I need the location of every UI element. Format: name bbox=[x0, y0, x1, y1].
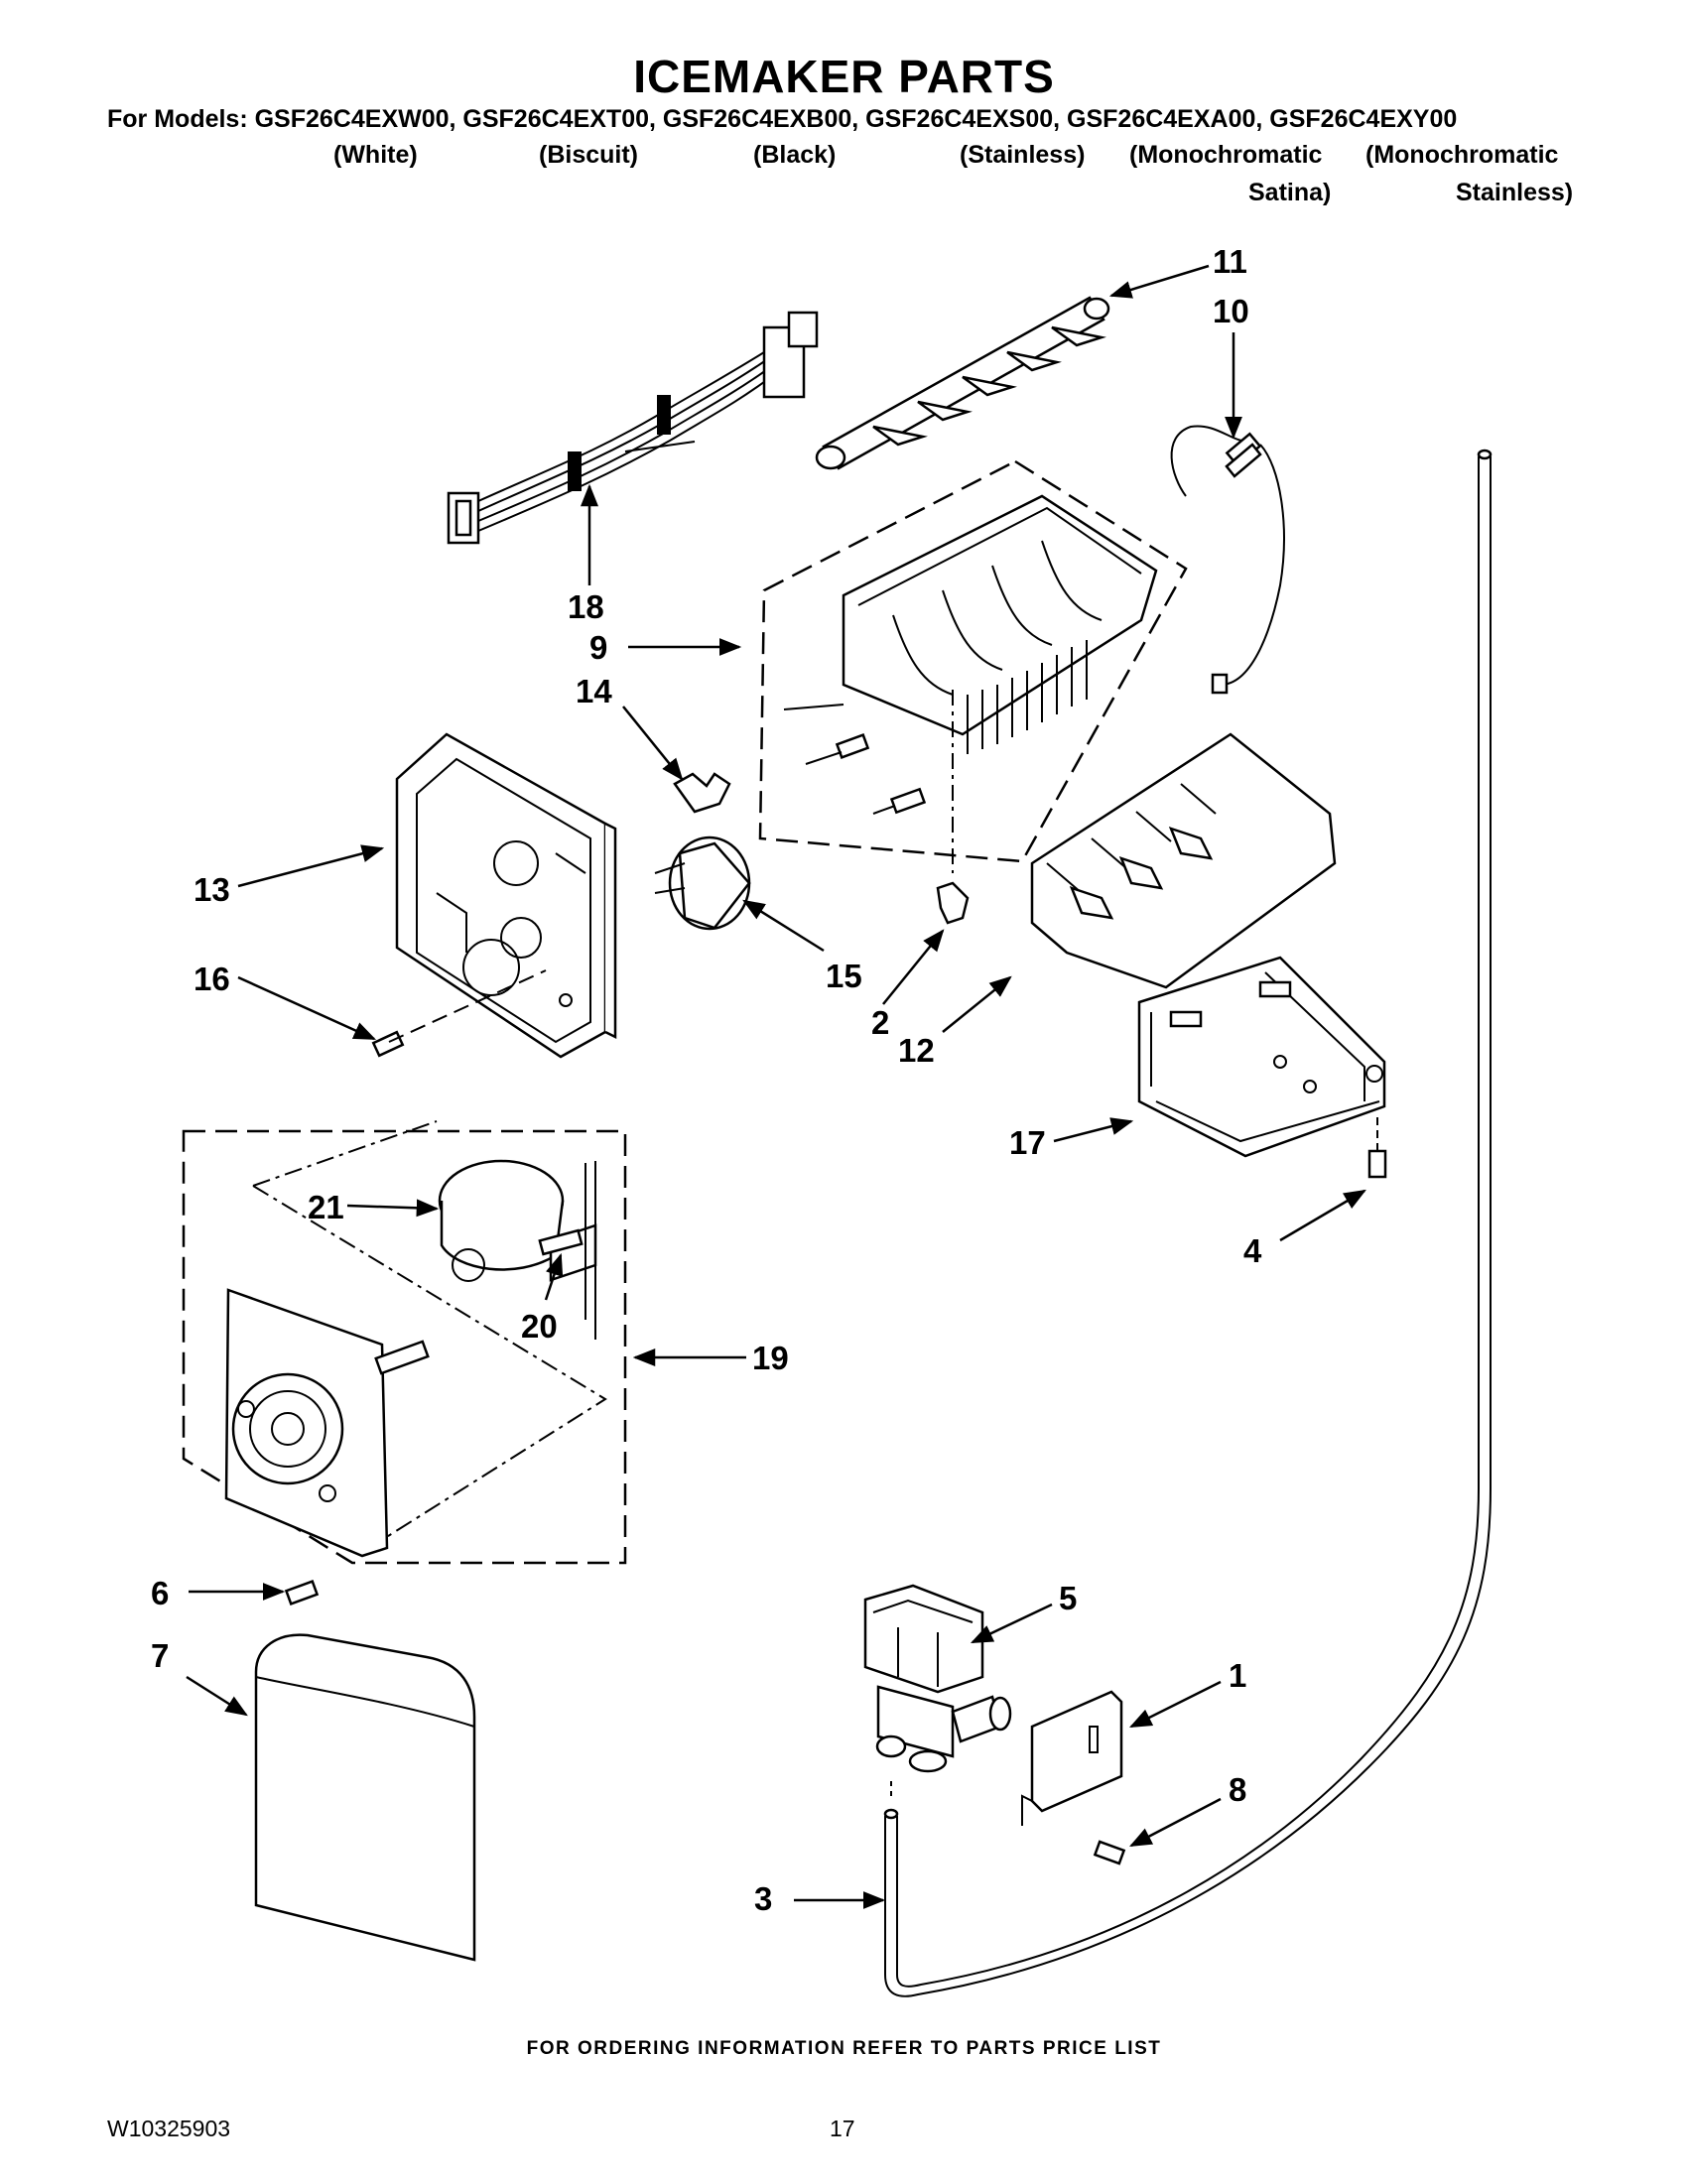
callout-19: 19 bbox=[752, 1340, 789, 1376]
callout-7: 7 bbox=[151, 1637, 169, 1674]
callout-18: 18 bbox=[568, 588, 604, 625]
callout-1: 1 bbox=[1229, 1657, 1246, 1694]
page-number: 17 bbox=[830, 2116, 855, 2141]
callout-21: 21 bbox=[308, 1189, 344, 1225]
callout-arrows bbox=[186, 264, 1366, 1909]
water-valve-part-5 bbox=[863, 1584, 1012, 1773]
motor-part-21 bbox=[438, 1159, 597, 1340]
clip-part-14 bbox=[673, 772, 731, 814]
clip-part-2 bbox=[936, 690, 970, 925]
callout-16: 16 bbox=[194, 961, 230, 997]
cover-part-7 bbox=[254, 1633, 476, 1962]
mold-assembly-part-9 bbox=[758, 459, 1188, 863]
wire-harness-part-18 bbox=[447, 311, 819, 545]
bracket-part-17 bbox=[1137, 956, 1386, 1158]
callout-3: 3 bbox=[754, 1880, 772, 1917]
callout-12: 12 bbox=[898, 1032, 935, 1069]
screw-part-8 bbox=[1093, 1840, 1126, 1865]
screw-part-6 bbox=[284, 1580, 320, 1606]
callout-13: 13 bbox=[194, 871, 230, 908]
document-number: W10325903 bbox=[107, 2116, 231, 2141]
color-monochromatic-satina: (Monochromatic bbox=[1129, 141, 1323, 169]
callout-labels: 11 10 18 9 14 13 15 16 2 12 17 4 21 20 1… bbox=[151, 243, 1262, 1917]
color-stainless-suffix: Stainless) bbox=[1456, 179, 1574, 206]
callout-8: 8 bbox=[1229, 1771, 1246, 1808]
screw-part-4 bbox=[1367, 1117, 1387, 1179]
ordering-note: FOR ORDERING INFORMATION REFER TO PARTS … bbox=[526, 2038, 1162, 2059]
callout-6: 6 bbox=[151, 1575, 169, 1611]
module-assembly-part-19 bbox=[182, 1120, 627, 1565]
ejector-part-11 bbox=[815, 296, 1110, 470]
ice-stripper-part-12 bbox=[1030, 732, 1337, 989]
valve-bracket-part-1 bbox=[1021, 1690, 1123, 1826]
screw-part-16 bbox=[371, 969, 547, 1058]
callout-11: 11 bbox=[1213, 243, 1247, 280]
callout-15: 15 bbox=[826, 958, 862, 994]
color-black: (Black) bbox=[753, 141, 837, 169]
color-white: (White) bbox=[333, 141, 418, 169]
callout-2: 2 bbox=[871, 1004, 889, 1041]
thermostat-part-10 bbox=[1170, 425, 1285, 695]
callout-20: 20 bbox=[521, 1308, 558, 1345]
callout-17: 17 bbox=[1009, 1124, 1046, 1161]
callout-9: 9 bbox=[589, 629, 607, 666]
models-line: For Models: GSF26C4EXW00, GSF26C4EXT00, … bbox=[107, 105, 1458, 133]
color-monochromatic-stainless: (Monochromatic bbox=[1365, 141, 1559, 169]
water-tube-part-3 bbox=[883, 449, 1493, 1997]
capacitor-part-15 bbox=[654, 835, 751, 931]
callout-14: 14 bbox=[576, 673, 612, 709]
switch-part-20 bbox=[538, 1228, 584, 1256]
callout-4: 4 bbox=[1243, 1232, 1262, 1269]
color-stainless: (Stainless) bbox=[960, 141, 1086, 169]
control-housing-part-13 bbox=[395, 732, 617, 1059]
color-biscuit: (Biscuit) bbox=[539, 141, 638, 169]
gear-plate bbox=[224, 1288, 430, 1558]
callout-10: 10 bbox=[1213, 293, 1249, 329]
callout-5: 5 bbox=[1059, 1580, 1077, 1616]
color-satina-suffix: Satina) bbox=[1248, 179, 1332, 206]
page-title: ICEMAKER PARTS bbox=[633, 51, 1055, 102]
